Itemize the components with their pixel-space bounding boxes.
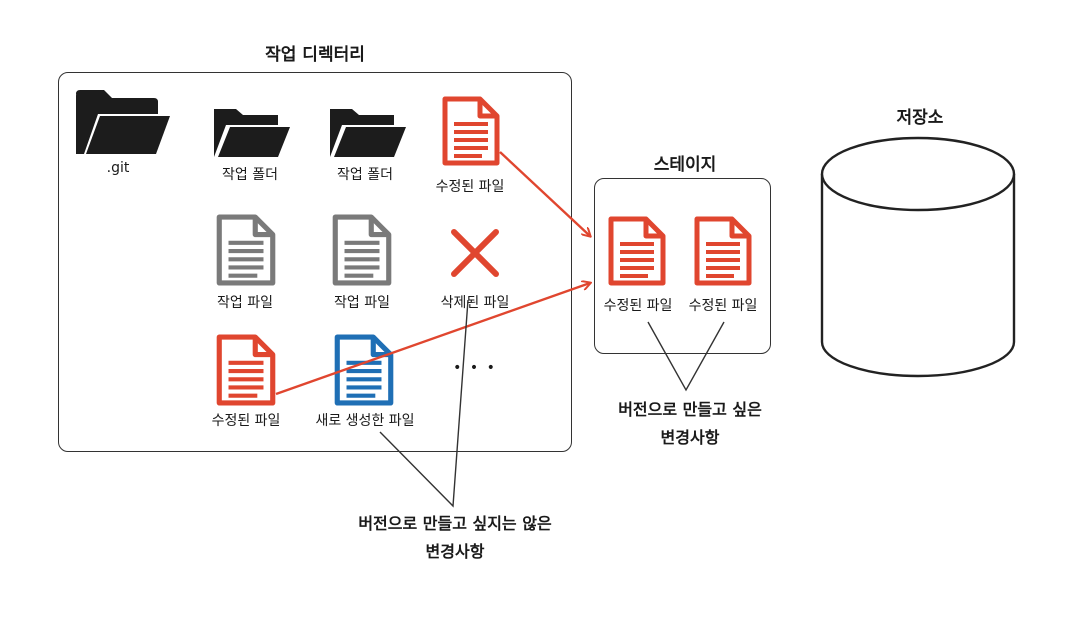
- modified-file-icon-2: [216, 334, 276, 406]
- working-dir-box: [58, 72, 572, 452]
- stage-file-icon-2: [694, 216, 752, 286]
- work-file-icon-1: [216, 214, 276, 286]
- modified-file-label-2: 수정된 파일: [211, 413, 281, 429]
- modified-file-icon-1: [442, 96, 500, 166]
- wanted-note-line1: 버전으로 만들고 싶은: [618, 400, 762, 419]
- new-file-icon: [334, 334, 394, 406]
- stage-file-icon-1: [608, 216, 666, 286]
- stage-box: [594, 178, 771, 354]
- wanted-note-line2: 변경사항: [660, 428, 720, 447]
- work-folder-icon-1: [214, 109, 290, 157]
- work-folder-label-1: 작업 폴더: [222, 167, 278, 183]
- new-file-label: 새로 생성한 파일: [315, 413, 415, 429]
- working-dir-title: 작업 디렉터리: [265, 45, 365, 65]
- unwanted-note-line1: 버전으로 만들고 싶지는 않은: [358, 514, 552, 533]
- stage-file-label-2: 수정된 파일: [688, 298, 758, 314]
- work-file-label-2: 작업 파일: [334, 295, 390, 311]
- unwanted-changes-note: 버전으로 만들고 싶지는 않은 변경사항: [320, 510, 590, 566]
- wanted-leader: [647, 321, 725, 392]
- deleted-file-label: 삭제된 파일: [440, 295, 510, 311]
- git-label: .git: [106, 160, 130, 176]
- stage-arrow-1: [499, 151, 590, 236]
- wanted-changes-note: 버전으로 만들고 싶은 변경사항: [590, 396, 790, 452]
- unwanted-leader: [379, 299, 469, 508]
- repository-cylinder-icon: [820, 136, 1016, 378]
- work-folder-icon-2: [330, 109, 406, 157]
- git-folder-icon: [76, 90, 170, 154]
- work-file-label-1: 작업 파일: [217, 295, 273, 311]
- deleted-x-icon: [451, 229, 499, 277]
- stage-title: 스테이지: [653, 155, 717, 175]
- modified-file-label-1: 수정된 파일: [435, 179, 505, 195]
- stage-arrow-2: [275, 283, 590, 396]
- stage-file-label-1: 수정된 파일: [603, 298, 673, 314]
- repository-title: 저장소: [896, 108, 944, 128]
- work-folder-label-2: 작업 폴더: [337, 167, 393, 183]
- work-file-icon-2: [332, 214, 392, 286]
- unwanted-note-line2: 변경사항: [425, 542, 485, 561]
